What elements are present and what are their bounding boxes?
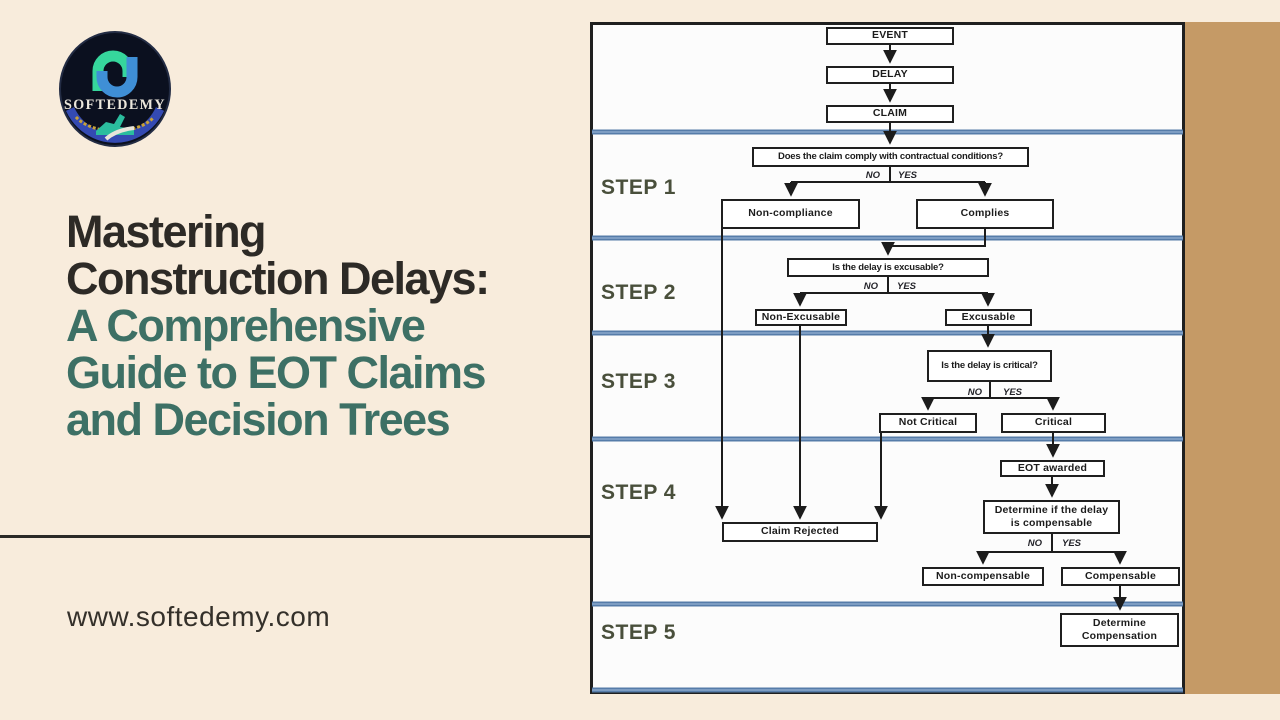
title-line-5: and Decision Trees — [66, 394, 451, 445]
step-label-5: STEP 5 — [601, 621, 676, 644]
label-yes-q3: YES — [1003, 387, 1023, 398]
step-divider-lines — [592, 129, 1183, 693]
label-yes-compensable: YES — [1062, 538, 1082, 549]
box-compensable: Compensable — [1061, 567, 1180, 586]
label-no-compensable: NO — [1027, 538, 1042, 549]
step-label-2: STEP 2 — [601, 281, 676, 304]
box-determine-compensable: Determine if the delay is compensable — [983, 500, 1120, 534]
step-label-1: STEP 1 — [601, 176, 676, 199]
softedemy-logo: SOFTEDEMY — [58, 28, 172, 150]
connector-lines — [715, 45, 1127, 611]
box-delay: DELAY — [826, 66, 954, 84]
box-eot-awarded: EOT awarded — [1000, 460, 1105, 477]
box-question-excusable: Is the delay is excusable? — [787, 258, 989, 277]
side-strip — [1185, 22, 1280, 694]
label-no-q3: NO — [967, 387, 982, 398]
label-yes-q2: YES — [897, 281, 917, 292]
box-non-compliance: Non-compliance — [721, 199, 860, 229]
box-question-contract-compliance: Does the claim comply with contractual c… — [752, 147, 1029, 167]
box-excusable: Excusable — [945, 309, 1032, 326]
divider-rule — [0, 535, 591, 538]
box-determine-compensation: Determine Compensation — [1060, 613, 1179, 647]
step-label-3: STEP 3 — [601, 370, 676, 393]
title-line-4: Guide to EOT Claims — [66, 347, 487, 398]
box-claim: CLAIM — [826, 105, 954, 123]
page-title: Mastering Construction Delays: A Compreh… — [66, 208, 566, 443]
logo-road-icon — [104, 126, 135, 141]
label-no-q2: NO — [863, 281, 878, 292]
box-question-critical: Is the delay is critical? — [927, 350, 1052, 382]
logo-banner-band — [65, 106, 165, 143]
website-url: www.softedemy.com — [67, 601, 331, 632]
logo-wordmark: SOFTEDEMY — [64, 97, 166, 113]
logo-s-icon — [96, 57, 138, 98]
box-claim-rejected: Claim Rejected — [722, 522, 878, 542]
title-line-2: Construction Delays: — [66, 253, 490, 304]
title-line-3: A Comprehensive — [66, 300, 426, 351]
box-not-critical: Not Critical — [879, 413, 977, 433]
box-event: EVENT — [826, 27, 954, 45]
step-divider-highlights — [592, 131, 1183, 691]
box-non-excusable: Non-Excusable — [755, 309, 847, 326]
label-no-q1: NO — [865, 170, 880, 181]
flowchart-graphics — [592, 45, 1183, 693]
box-non-compensable: Non-compensable — [922, 567, 1044, 586]
step-label-4: STEP 4 — [601, 481, 676, 504]
softedemy-logo-icon: SOFTEDEMY — [59, 31, 171, 147]
box-critical: Critical — [1001, 413, 1106, 433]
title-line-1: Mastering — [66, 206, 267, 257]
box-complies: Complies — [916, 199, 1054, 229]
label-yes-q1: YES — [898, 170, 918, 181]
